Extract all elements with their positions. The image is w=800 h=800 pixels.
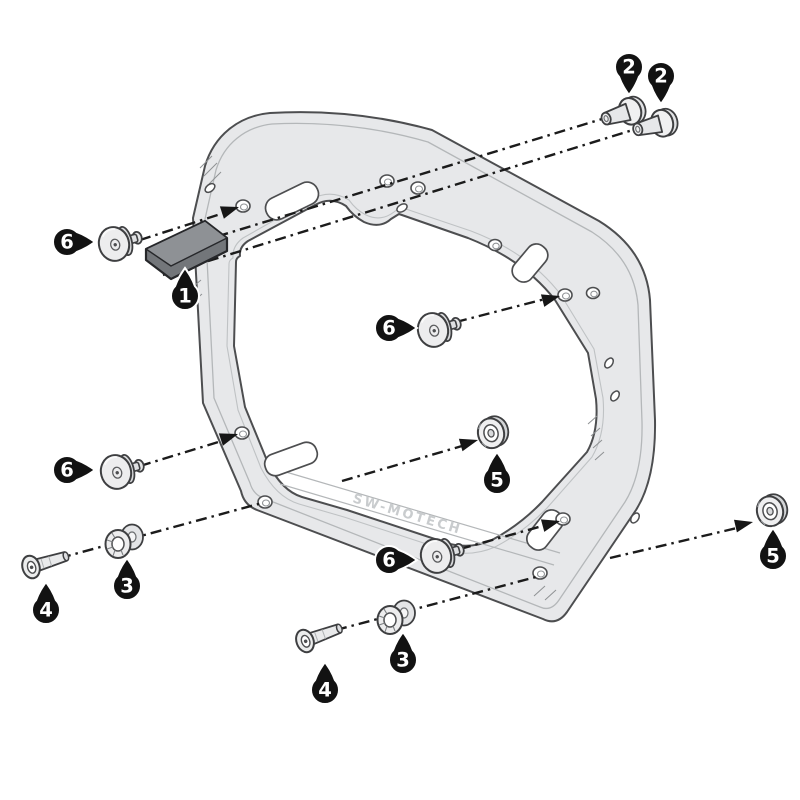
axis-bolt-a-left (59, 501, 263, 560)
nut-part-5-b (752, 490, 792, 530)
callout-balloon-6d: 6 (374, 545, 419, 575)
axis-bolt-b-left (335, 575, 537, 632)
svg-text:3: 3 (120, 575, 134, 598)
axis-cap-d (459, 523, 547, 551)
svg-text:6: 6 (382, 317, 396, 340)
cap-part-6-c (96, 447, 149, 494)
callout-balloon-2a: 2 (614, 52, 644, 97)
plate-inner-ridge (204, 122, 643, 610)
hatch-marks (193, 155, 605, 601)
callout-balloon-5b: 5 (758, 526, 788, 571)
nut-part-5-a (473, 412, 513, 452)
cap-part-6-a (94, 219, 147, 266)
hardware-parts (18, 92, 792, 656)
callout-balloon-6b: 6 (374, 313, 419, 343)
callout-balloon-5a: 5 (482, 450, 512, 495)
svg-text:6: 6 (60, 231, 74, 254)
svg-text:5: 5 (490, 469, 504, 492)
callout-balloon-6c: 6 (52, 455, 97, 485)
assembly-lines (59, 117, 738, 632)
svg-text:2: 2 (654, 65, 668, 88)
svg-text:1: 1 (178, 285, 192, 308)
svg-text:2: 2 (622, 56, 636, 79)
spacer-part-3-a (104, 523, 144, 559)
svg-text:6: 6 (382, 549, 396, 572)
callout-balloon-6a: 6 (52, 227, 97, 257)
spacer-part-3-b (376, 599, 416, 635)
bolt-part-4-a (18, 543, 73, 582)
callout-balloon-1: 1 (170, 266, 200, 311)
svg-text:4: 4 (39, 599, 53, 622)
wedge-part-1 (144, 219, 229, 281)
svg-text:3: 3 (396, 649, 410, 672)
callout-balloon-2b: 2 (646, 61, 676, 106)
callout-balloon-3b: 3 (388, 630, 418, 675)
oval-holes (204, 182, 641, 524)
bolt-part-4-b (292, 615, 347, 656)
axis-cap-a (139, 210, 228, 242)
axis-screw-a (149, 117, 603, 259)
callout-balloon-4b: 4 (310, 660, 340, 705)
arrowhead-icon (458, 433, 480, 452)
callout-balloon-3a: 3 (112, 556, 142, 601)
svg-text:4: 4 (318, 679, 332, 702)
callout-balloon-4a: 4 (31, 580, 61, 625)
mounting-holes (234, 174, 601, 580)
axis-bolt-b-right (609, 526, 738, 560)
band-ridge (279, 471, 561, 566)
arrowhead-icon (733, 515, 755, 533)
axis-bolt-a-right (341, 444, 463, 483)
cap-part-6-b (413, 305, 466, 352)
window-ridge (226, 193, 605, 554)
axis-cap-b (455, 297, 546, 324)
svg-text:6: 6 (60, 459, 74, 482)
svg-text:5: 5 (766, 545, 780, 568)
callout-balloons: 1 3 3 4 4 5 5 2 (31, 52, 788, 705)
axis-cap-c (139, 438, 226, 468)
